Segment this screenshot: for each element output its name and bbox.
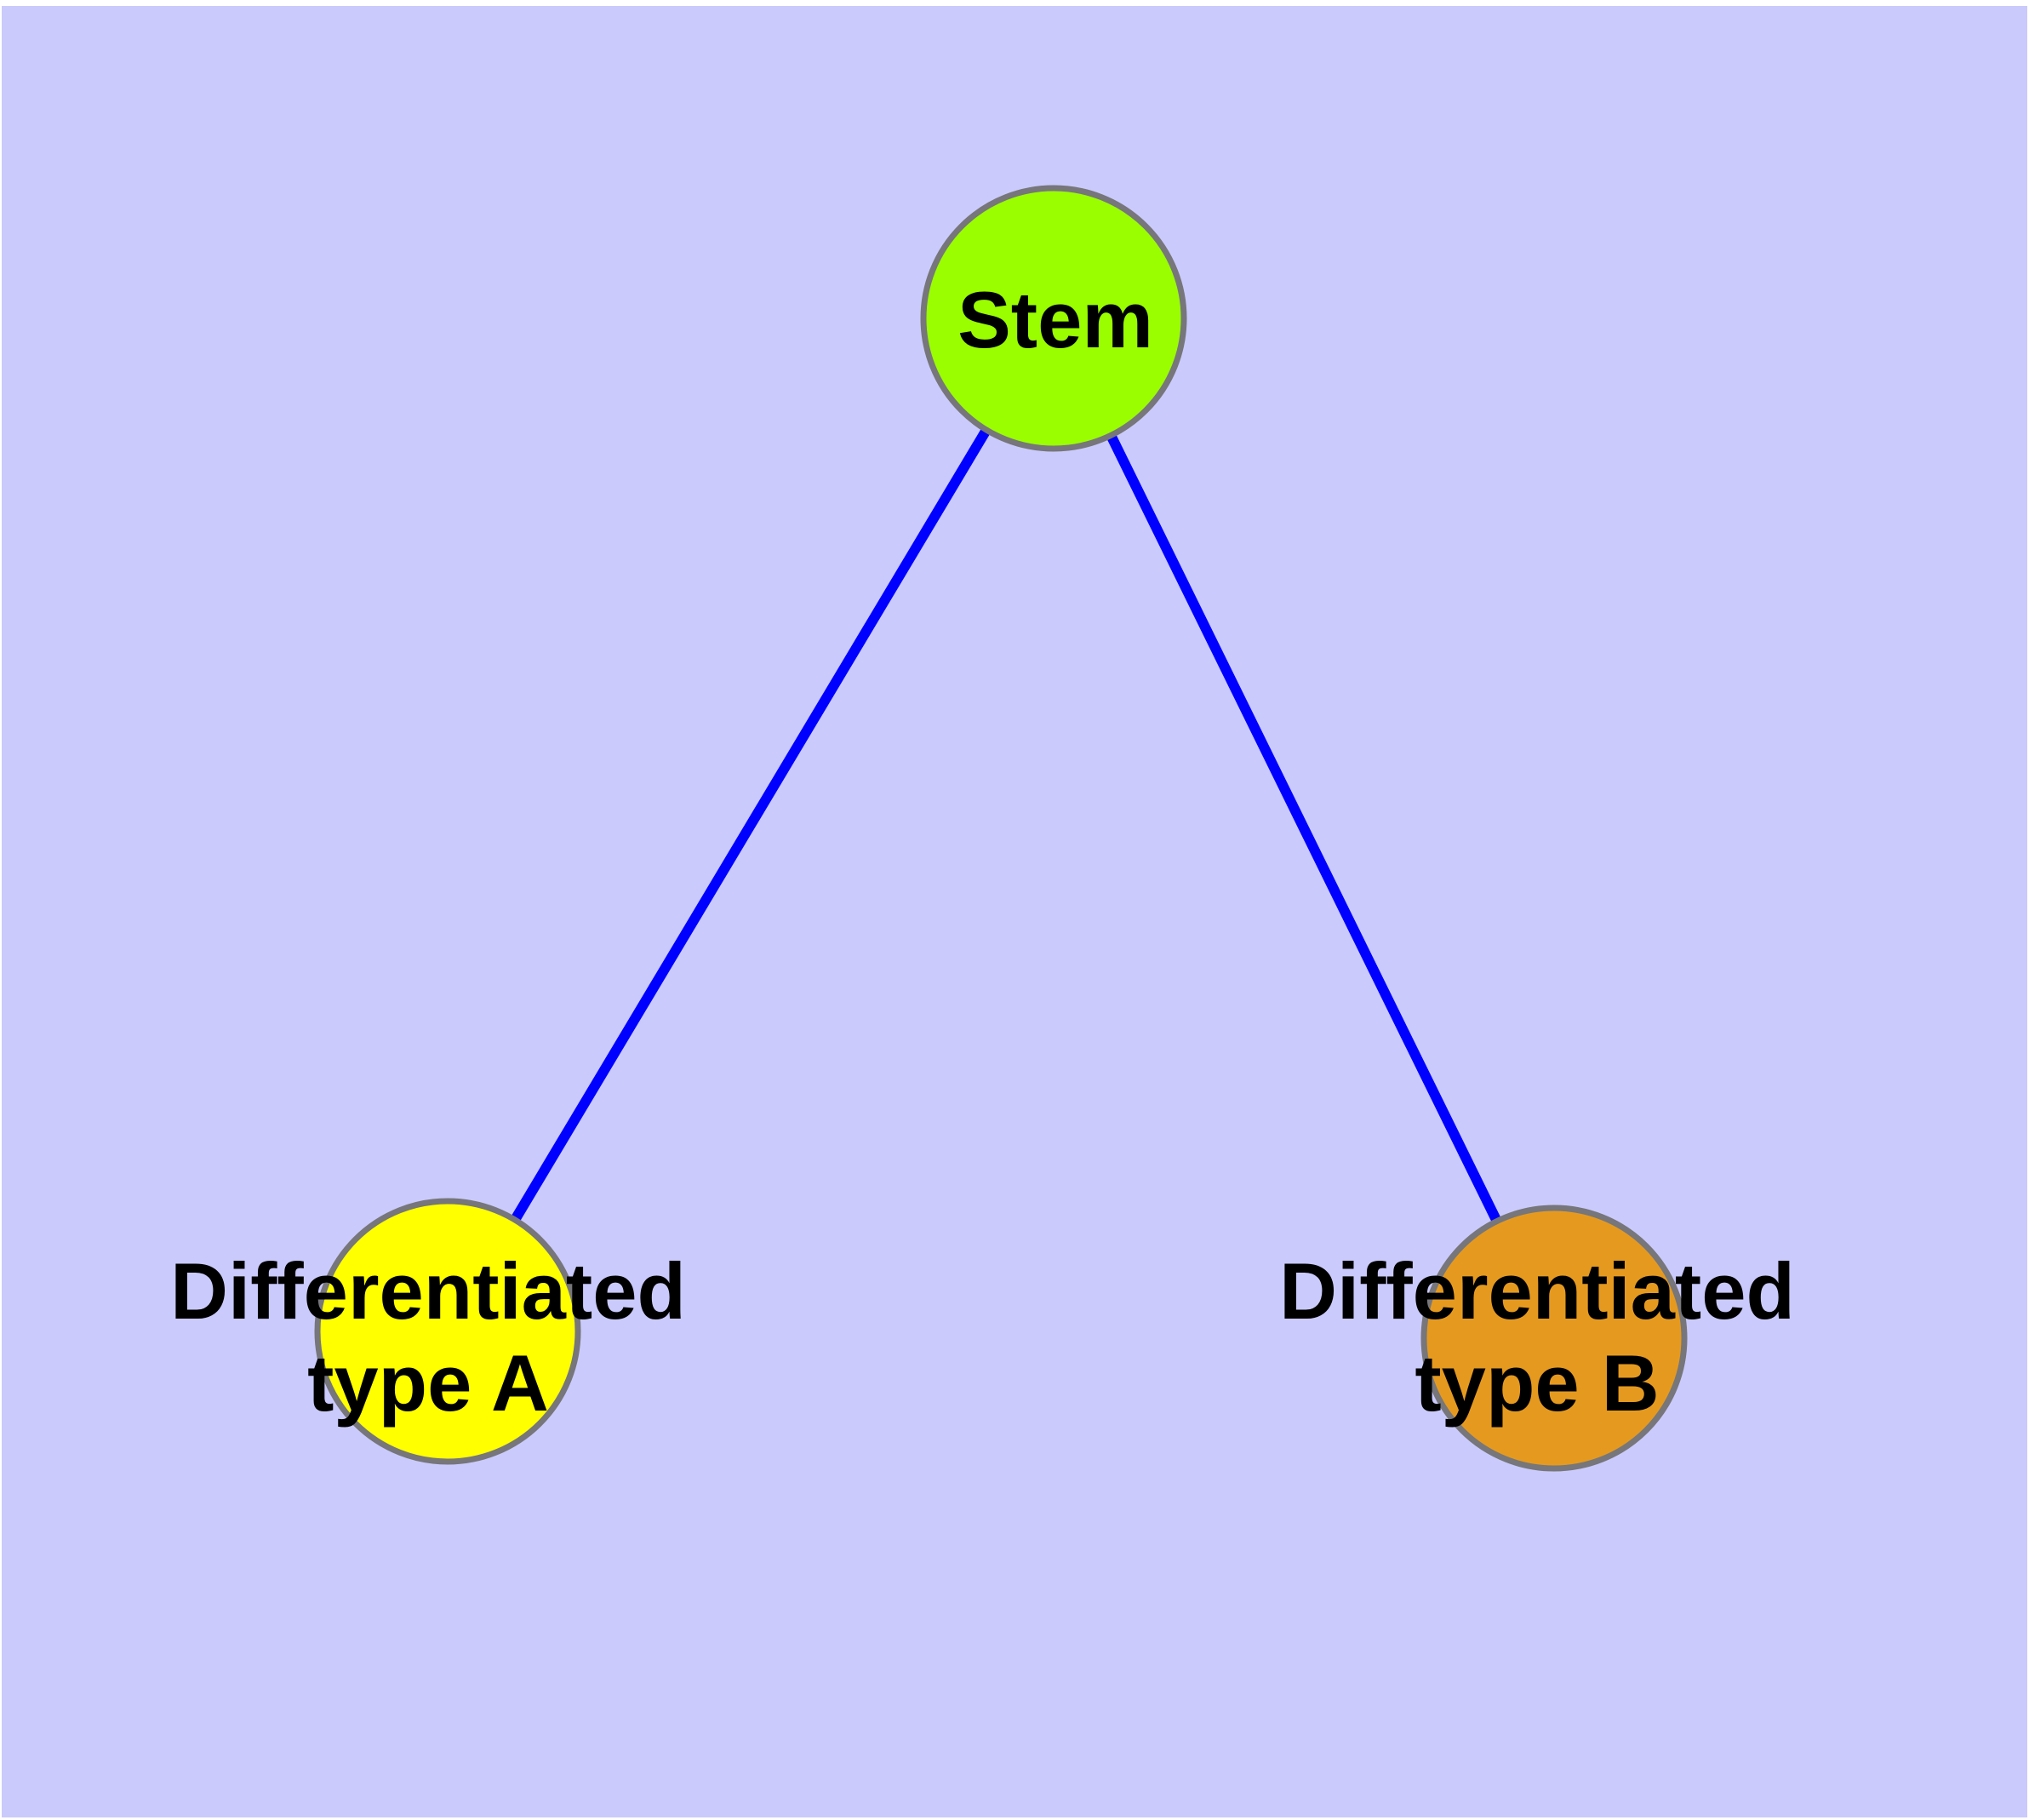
edge-stem-to-type-b — [1106, 432, 1502, 1224]
node-differentiated-type-b — [1420, 1205, 1688, 1472]
edges-layer — [510, 426, 1502, 1224]
labels-layer: Stem Differentiated type A Differentiate… — [170, 275, 1795, 1428]
edge-stem-to-type-a — [510, 426, 992, 1223]
nodes-layer — [314, 185, 1688, 1472]
node-differentiated-type-a — [314, 1198, 581, 1465]
node-type-a-label-line1: Differentiated — [170, 1246, 686, 1336]
node-stem — [920, 185, 1187, 452]
node-type-b-label-line2: type B — [1415, 1338, 1659, 1428]
node-type-b-label-line1: Differentiated — [1279, 1246, 1795, 1336]
node-stem-label: Stem — [957, 275, 1153, 364]
node-type-a-label-line2: type A — [307, 1338, 549, 1428]
